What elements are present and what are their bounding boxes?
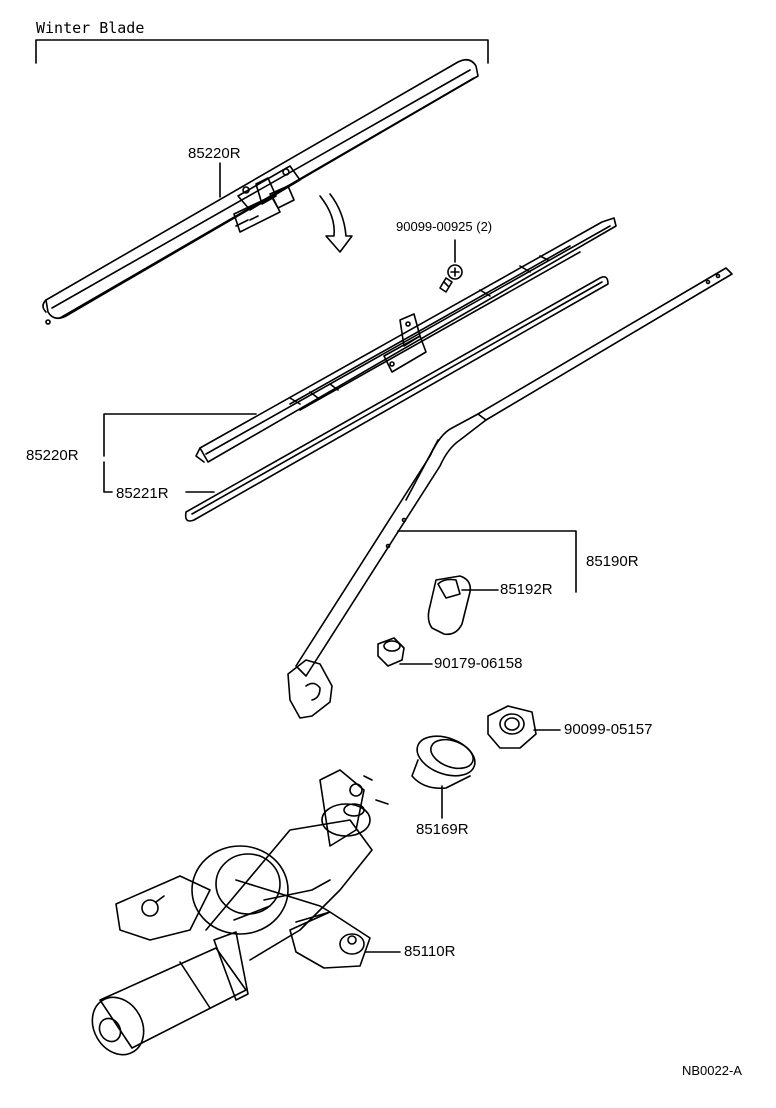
arm-cap — [428, 576, 470, 634]
pivot-nut — [488, 706, 536, 748]
leader-85221R — [104, 462, 112, 492]
label-85220R-blade: 85220R — [26, 447, 79, 464]
label-85220R-winter: 85220R — [188, 145, 241, 162]
label-85190R: 85190R — [586, 553, 639, 570]
leader-85220R-blade — [104, 414, 256, 456]
figure-code: NB0022-A — [682, 1063, 742, 1078]
blade-rubber — [186, 277, 608, 521]
label-85169R: 85169R — [416, 821, 469, 838]
wiper-arm — [288, 268, 732, 718]
label-90179-06158: 90179-06158 — [434, 655, 523, 672]
wiper-motor — [82, 770, 388, 1064]
screw — [440, 265, 462, 292]
winter-blade — [43, 60, 478, 324]
arm-nut — [378, 638, 404, 666]
winter-blade-bracket — [36, 40, 488, 63]
label-85192R: 85192R — [500, 581, 553, 598]
label-85221R: 85221R — [116, 485, 169, 502]
leader-85190R — [398, 531, 576, 592]
grommet — [412, 729, 481, 788]
blade-assembly — [196, 218, 616, 462]
label-85110R: 85110R — [404, 943, 456, 960]
label-screw: 90099-00925 (2) — [396, 219, 493, 234]
direction-arrow — [320, 194, 352, 252]
label-90099-05157: 90099-05157 — [564, 721, 653, 738]
winter-blade-title: Winter Blade — [36, 19, 145, 37]
